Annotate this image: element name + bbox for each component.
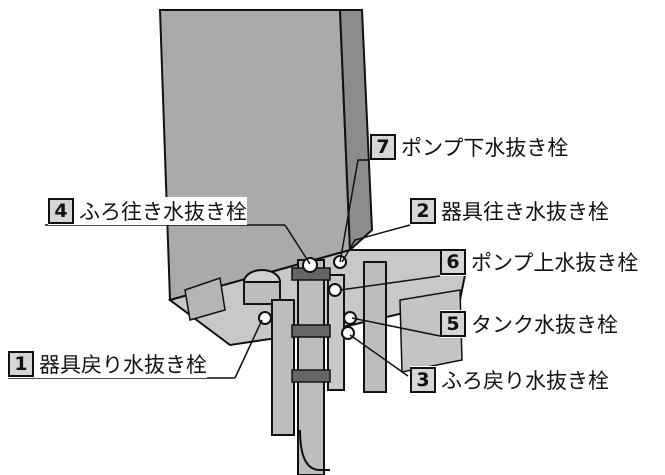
callout-1: 1 器具戻り水抜き栓 [8,350,207,378]
leader-line-1 [234,319,263,379]
callout-label: 器具往き水抜き栓 [441,200,609,224]
callout-2: 2 器具往き水抜き栓 [410,197,609,225]
callout-label: 器具戻り水抜き栓 [39,353,207,377]
hose-bottom [299,429,330,471]
valve-body [243,281,281,305]
callout-label: ふろ戻り水抜き栓 [441,369,609,393]
leader-line-7 [339,159,370,263]
heater-side-panel [338,9,374,253]
badge-number: 5 [440,311,466,337]
leader-line-6 [339,275,441,291]
callout-3: 3 ふろ戻り水抜き栓 [410,366,609,394]
leader-line-5 [351,317,441,337]
pipe-left [271,299,295,436]
badge-number: 7 [370,134,396,160]
pipe-center [297,259,325,475]
leader-line-4-tip [284,224,311,265]
callout-label: ポンプ上水抜き栓 [471,251,639,275]
leader-line-3 [349,334,409,377]
callout-6: 6 ポンプ上水抜き栓 [440,248,639,276]
callout-label: ポンプ下水抜き栓 [401,136,569,160]
mounting-bracket-left [184,277,226,321]
pipe-clamp [291,369,331,383]
badge-number: 3 [410,367,436,393]
callout-label: タンク水抜き栓 [471,313,618,337]
heater-housing [158,9,352,302]
pipe-right [363,261,387,393]
badge-number: 1 [8,351,34,377]
callout-7: 7 ポンプ下水抜き栓 [370,133,569,161]
drain-plug [328,283,342,297]
drain-plug [343,311,357,325]
badge-number: 4 [48,198,74,224]
callout-5: 5 タンク水抜き栓 [440,310,618,338]
callout-label: ふろ往き水抜き栓 [79,200,247,224]
callout-4: 4 ふろ往き水抜き栓 [48,197,247,225]
pipe-clamp [291,324,331,338]
badge-number: 2 [410,198,436,224]
leader-line-2 [341,224,411,263]
badge-number: 6 [440,249,466,275]
drain-plug [302,257,318,273]
